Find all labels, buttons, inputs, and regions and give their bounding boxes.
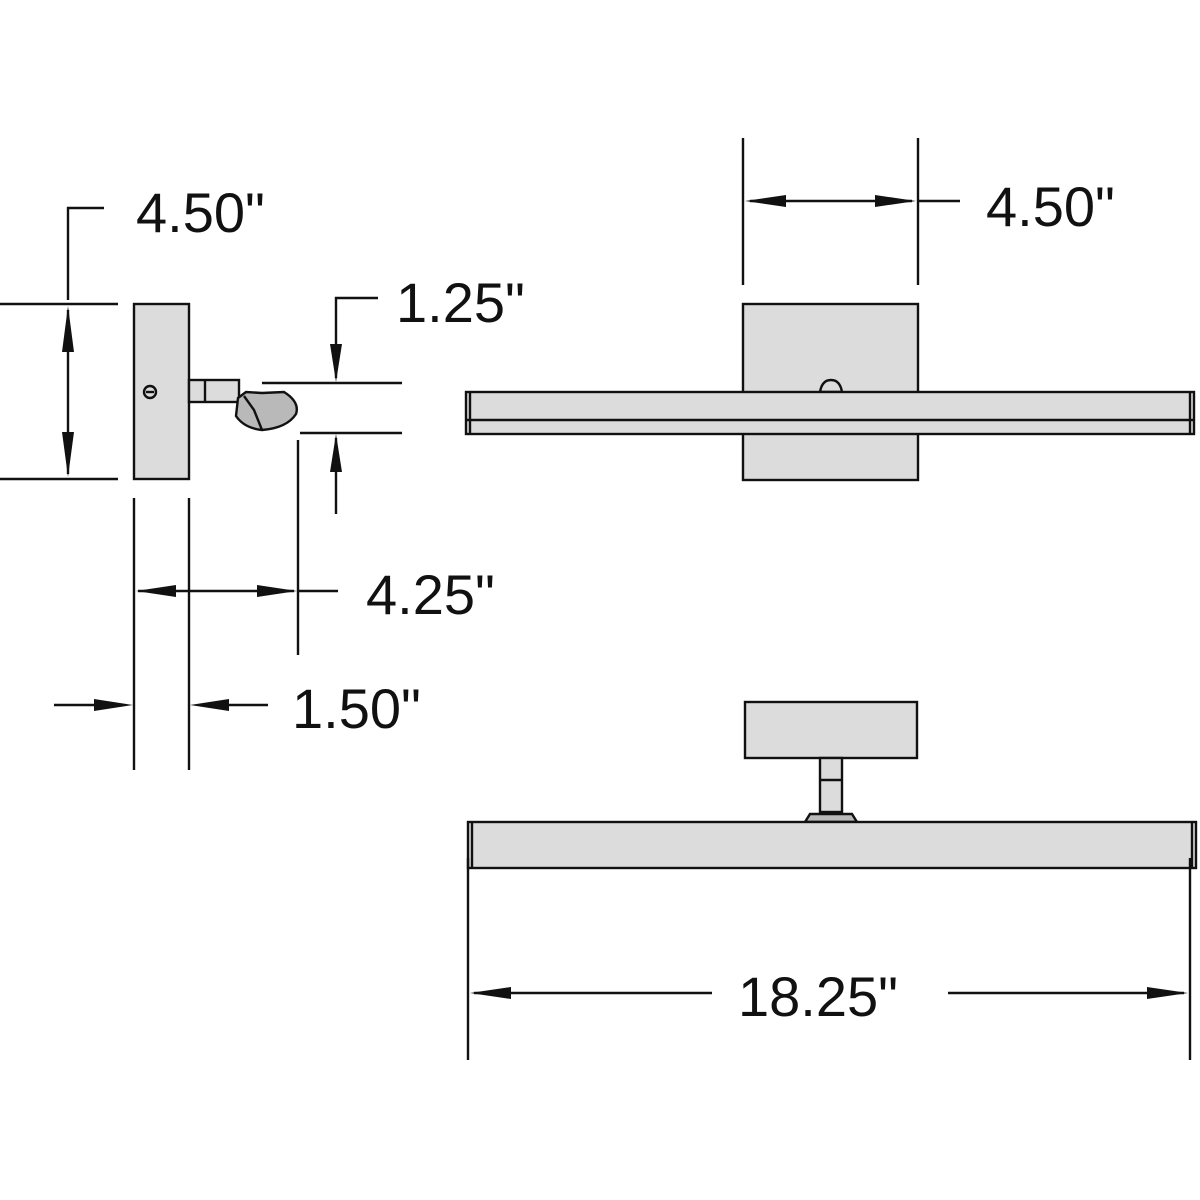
- side-lamp-height-label: 1.25": [396, 271, 525, 334]
- side-extension-label: 4.25": [366, 563, 495, 626]
- top-backplate: [743, 700, 919, 760]
- front-mount-knob: [818, 378, 844, 394]
- top-length-dimension: 18.25": [466, 858, 1192, 1060]
- side-backplate: [132, 302, 191, 481]
- front-backplate-width-dimension: 4.50": [741, 138, 1115, 285]
- side-height-dimension: 4.50": [0, 181, 265, 481]
- front-backplate-width-label: 4.50": [986, 175, 1115, 238]
- side-depth-label: 1.50": [292, 677, 421, 740]
- top-arm-base: [802, 812, 860, 824]
- side-depth-dimension: 1.50": [54, 677, 421, 740]
- top-length-label: 18.25": [738, 965, 898, 1028]
- side-height-label: 4.50": [136, 181, 265, 244]
- side-extension-dimension: 4.25": [132, 440, 495, 770]
- side-lamp-head: [234, 390, 298, 432]
- front-view: 4.50": [464, 138, 1196, 482]
- top-arm: [818, 756, 844, 814]
- side-lamp-height-dimension: 1.25": [262, 271, 525, 514]
- front-light-bar: [464, 390, 1196, 436]
- side-arm: [187, 378, 241, 404]
- side-view: 4.50" 1.25" 4: [0, 181, 525, 770]
- mounting-screw-icon: [142, 384, 158, 400]
- top-view: 18.25": [466, 700, 1198, 1060]
- top-light-bar: [466, 820, 1198, 870]
